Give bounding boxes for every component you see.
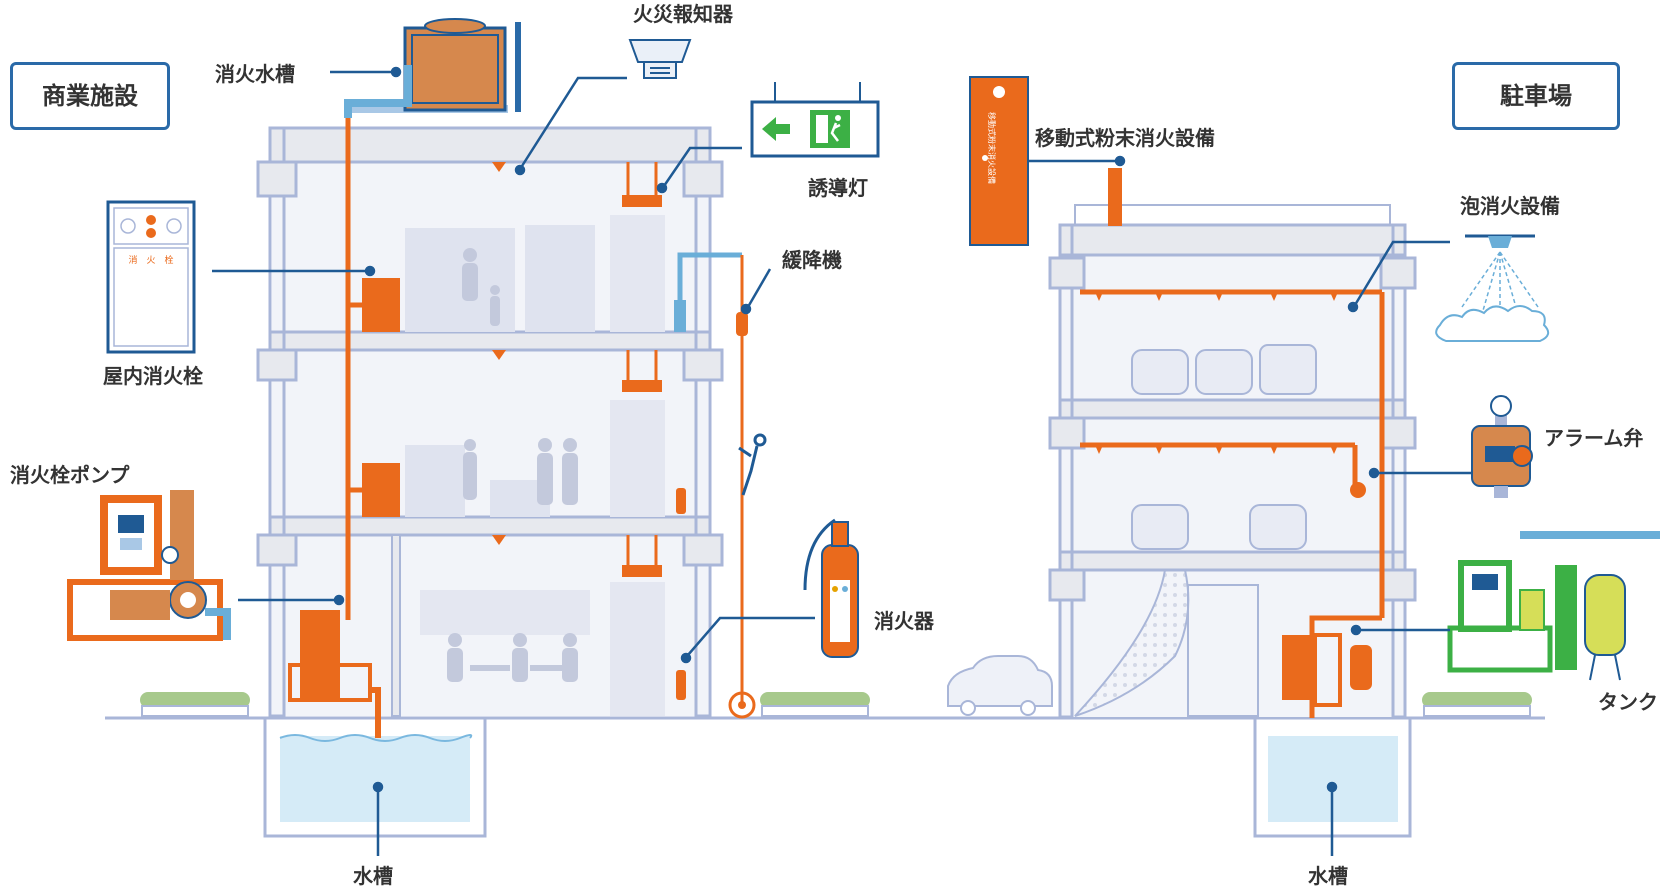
parking-building [1048, 168, 1417, 838]
control-panel-icon [118, 515, 144, 550]
shrub [760, 692, 870, 717]
car-icon [1131, 344, 1317, 550]
fire-extinguisher-icon [803, 518, 859, 658]
label-portable-powder: 移動式粉末消火設備 [1035, 126, 1215, 150]
hydrant-pump [67, 490, 231, 641]
hydrant-cabinet: 消 火 栓 [106, 200, 196, 354]
label-indoor-hydrant: 屋内消火栓 [103, 364, 203, 388]
sprinkler-head-icon [1435, 234, 1550, 342]
label-water-tank-right: 水槽 [1308, 864, 1348, 888]
fire-extinguisher-icon [676, 488, 686, 700]
alarm-valve [1471, 395, 1533, 498]
label-tank: タンク [1598, 690, 1658, 714]
pressure-gauge-icon [180, 592, 196, 608]
control-panel-icon [1464, 566, 1506, 626]
roof-water-tank [344, 18, 521, 118]
section-parking: 駐車場 [1452, 62, 1620, 130]
label-descent-device: 緩降機 [782, 248, 842, 272]
commercial-building [256, 118, 767, 838]
leader-lines [212, 66, 1472, 856]
person-icon [738, 433, 767, 496]
label-fire-water-tank: 消火水槽 [215, 62, 295, 86]
hydrant-cabinet-text: 消 火 栓 [128, 254, 173, 266]
running-man-icon [816, 115, 841, 143]
car-icon [947, 655, 1053, 716]
exit-arrow-icon [762, 117, 790, 141]
exit-sign-icon [750, 82, 880, 158]
fire-alarm-icon [628, 39, 692, 79]
portable-powder-cabinet: 移動式粉末消火設備 [969, 76, 1029, 246]
label-extinguisher: 消火器 [874, 609, 934, 633]
label-guide-light: 誘導灯 [808, 176, 868, 200]
shrub [140, 692, 250, 717]
label-water-tank-left: 水槽 [353, 864, 393, 888]
label-fire-alarm: 火災報知器 [633, 2, 733, 26]
foam-pump-tank [1447, 531, 1660, 681]
label-alarm-valve: アラーム弁 [1544, 426, 1644, 450]
section-commercial: 商業施設 [10, 62, 170, 130]
pressure-gauge-icon [1490, 395, 1512, 417]
person-icon [447, 248, 578, 682]
shrub [1422, 692, 1532, 717]
label-hydrant-pump: 消火栓ポンプ [10, 463, 130, 487]
powder-cabinet-text: 移動式粉末消火設備 [987, 112, 997, 184]
label-foam-system: 泡消火設備 [1460, 194, 1560, 218]
